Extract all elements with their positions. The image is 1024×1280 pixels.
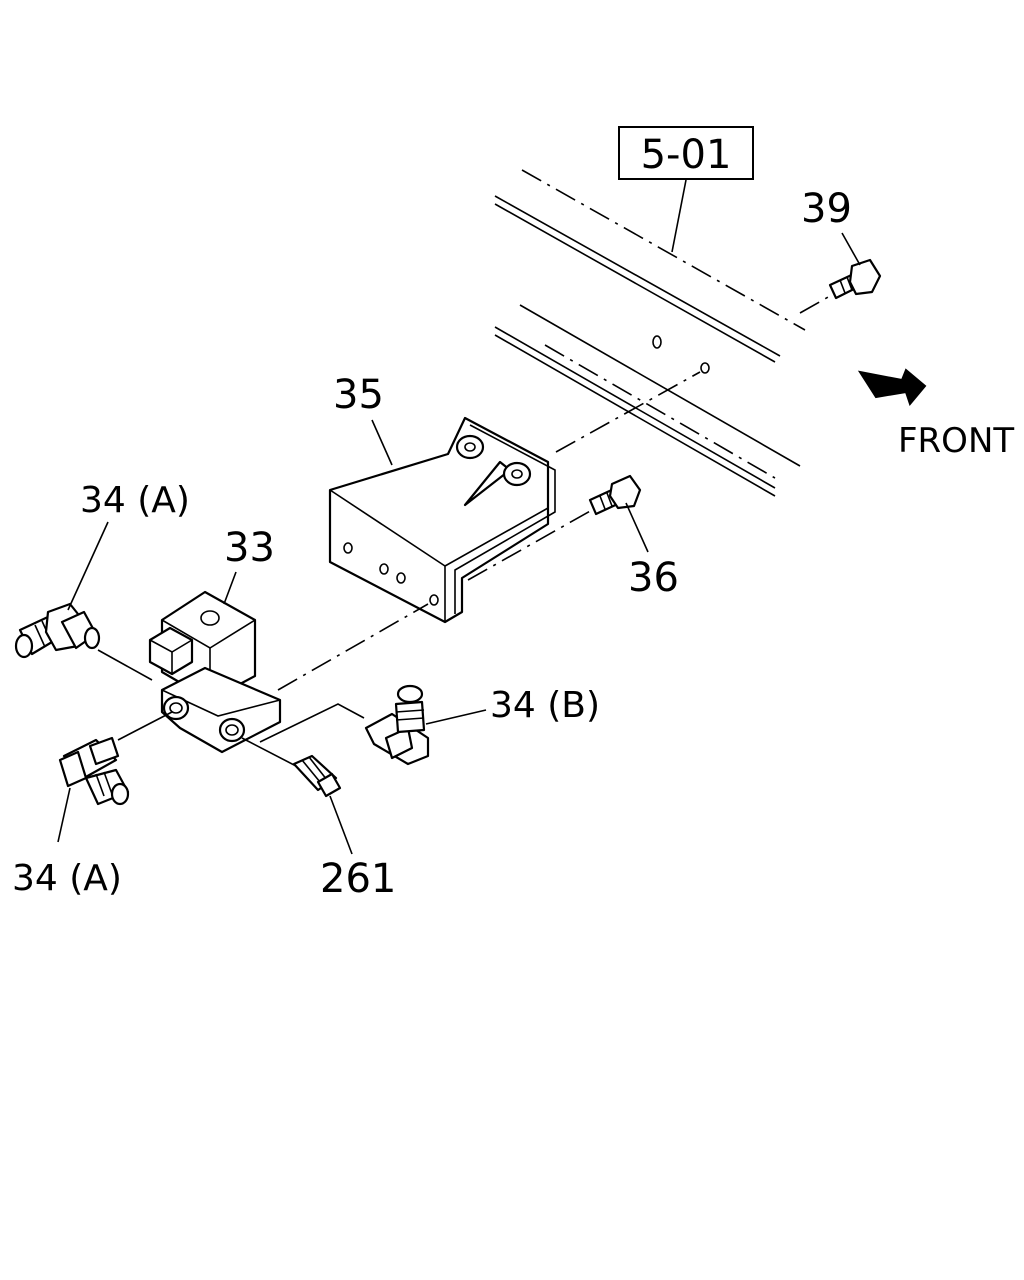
bracket-35 bbox=[328, 416, 556, 624]
plug-261 bbox=[241, 737, 342, 798]
front-arrow-icon bbox=[857, 368, 927, 407]
bolt-36 bbox=[467, 474, 642, 581]
valve-33 bbox=[148, 590, 282, 754]
label-36: 36 bbox=[628, 555, 679, 601]
reference-box[interactable]: 5-01 bbox=[618, 126, 754, 253]
fitting-34a-lower bbox=[58, 711, 173, 806]
label-35: 35 bbox=[333, 372, 384, 418]
frame-rail bbox=[494, 169, 806, 497]
fitting-34b bbox=[259, 684, 430, 766]
reference-box-label: 5-01 bbox=[641, 132, 732, 178]
fitting-34a-upper bbox=[14, 602, 153, 681]
label-261: 261 bbox=[320, 856, 396, 902]
label-39: 39 bbox=[801, 186, 852, 232]
label-33: 33 bbox=[224, 525, 275, 571]
label-34a-bottom: 34 (A) bbox=[12, 858, 122, 899]
label-34b: 34 (B) bbox=[490, 685, 600, 726]
front-label: FRONT bbox=[898, 421, 1014, 461]
bolt-39 bbox=[799, 258, 882, 314]
label-34a-top: 34 (A) bbox=[80, 480, 190, 521]
